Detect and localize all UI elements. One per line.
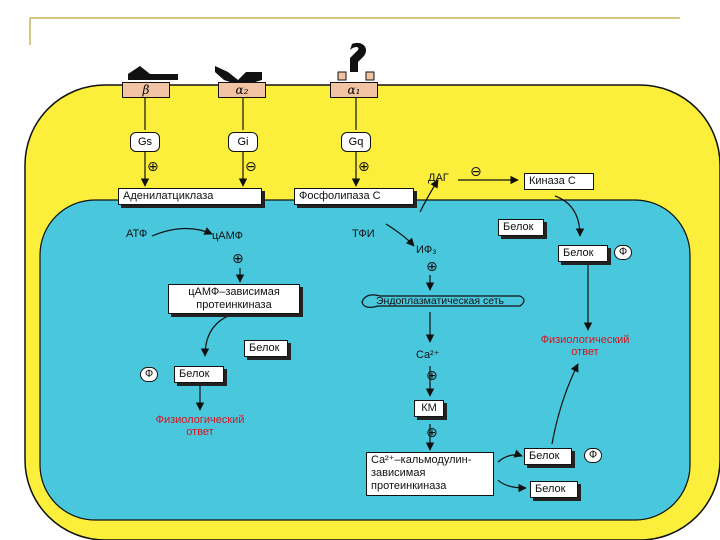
response-line2: ответ	[571, 346, 599, 358]
cam-kinase-line3: протеинкиназа	[371, 480, 447, 492]
er-membrane	[361, 294, 525, 308]
receptor-alpha1: α₁	[330, 82, 378, 98]
protein-box: Белок	[530, 481, 578, 498]
response-line1: Физиологический	[155, 414, 245, 426]
er-label: Эндоплазматическая сеть	[376, 295, 505, 307]
atp-label: АТФ	[126, 228, 148, 240]
receptor-alpha2: α₂	[218, 82, 266, 98]
receptor-beta: β	[122, 82, 170, 98]
dag-label: ДАГ	[428, 172, 449, 184]
response-line1: Физиологический	[540, 334, 630, 346]
cam-kinase-box: Ca²⁺–кальмодулин- зависимая протеинкиназ…	[366, 452, 494, 496]
plus-sign: ⊕	[426, 424, 438, 440]
protein-box: Белок	[558, 245, 608, 262]
physiological-response-right: Физиологический ответ	[524, 334, 646, 358]
protein-box: Белок	[524, 448, 572, 465]
plus-sign: ⊕	[232, 250, 244, 266]
ca-label: Ca²⁺	[416, 349, 440, 361]
protein-box: Белок	[244, 340, 288, 357]
km-box: КМ	[414, 400, 444, 417]
pip2-label: ТФИ	[352, 228, 375, 240]
minus-sign: ⊖	[470, 163, 482, 179]
phosphate-circle: Ф	[140, 367, 158, 382]
protein-box: Белок	[498, 219, 544, 236]
plus-sign: ⊕	[426, 367, 438, 383]
camp-kinase-line1: цАМФ–зависимая	[188, 286, 280, 298]
camp-kinase-line2: протеинкиназа	[196, 299, 272, 311]
ligand-alpha2	[215, 66, 262, 86]
physiological-response-left: Физиологический ответ	[140, 414, 260, 438]
adenylate-cyclase-box: Аденилатциклаза	[118, 188, 262, 205]
plus-sign: ⊕	[358, 158, 370, 174]
ip3-label: ИФ₃	[416, 244, 437, 256]
ligand-alpha1	[350, 42, 367, 72]
ligand-beta	[128, 66, 178, 80]
response-line2: ответ	[186, 426, 214, 438]
camp-label: цАМФ	[212, 230, 244, 242]
plus-sign: ⊕	[147, 158, 159, 174]
phospholipase-c-box: Фосфолипаза С	[294, 188, 414, 205]
phosphate-circle: Ф	[614, 245, 632, 260]
gprotein-gs: Gs	[130, 132, 160, 152]
phosphate-circle: Ф	[584, 448, 602, 463]
kinase-c-box: Киназа С	[524, 173, 594, 190]
gprotein-gi: Gi	[228, 132, 258, 152]
minus-sign: ⊖	[245, 158, 257, 174]
protein-box: Белок	[174, 366, 224, 383]
cam-kinase-line2: зависимая	[371, 467, 426, 479]
camp-kinase-box: цАМФ–зависимая протеинкиназа	[168, 284, 300, 314]
receptor-alpha1-arms	[337, 71, 375, 81]
gprotein-gq: Gq	[341, 132, 371, 152]
cam-kinase-line1: Ca²⁺–кальмодулин-	[371, 454, 472, 466]
plus-sign: ⊕	[426, 258, 438, 274]
